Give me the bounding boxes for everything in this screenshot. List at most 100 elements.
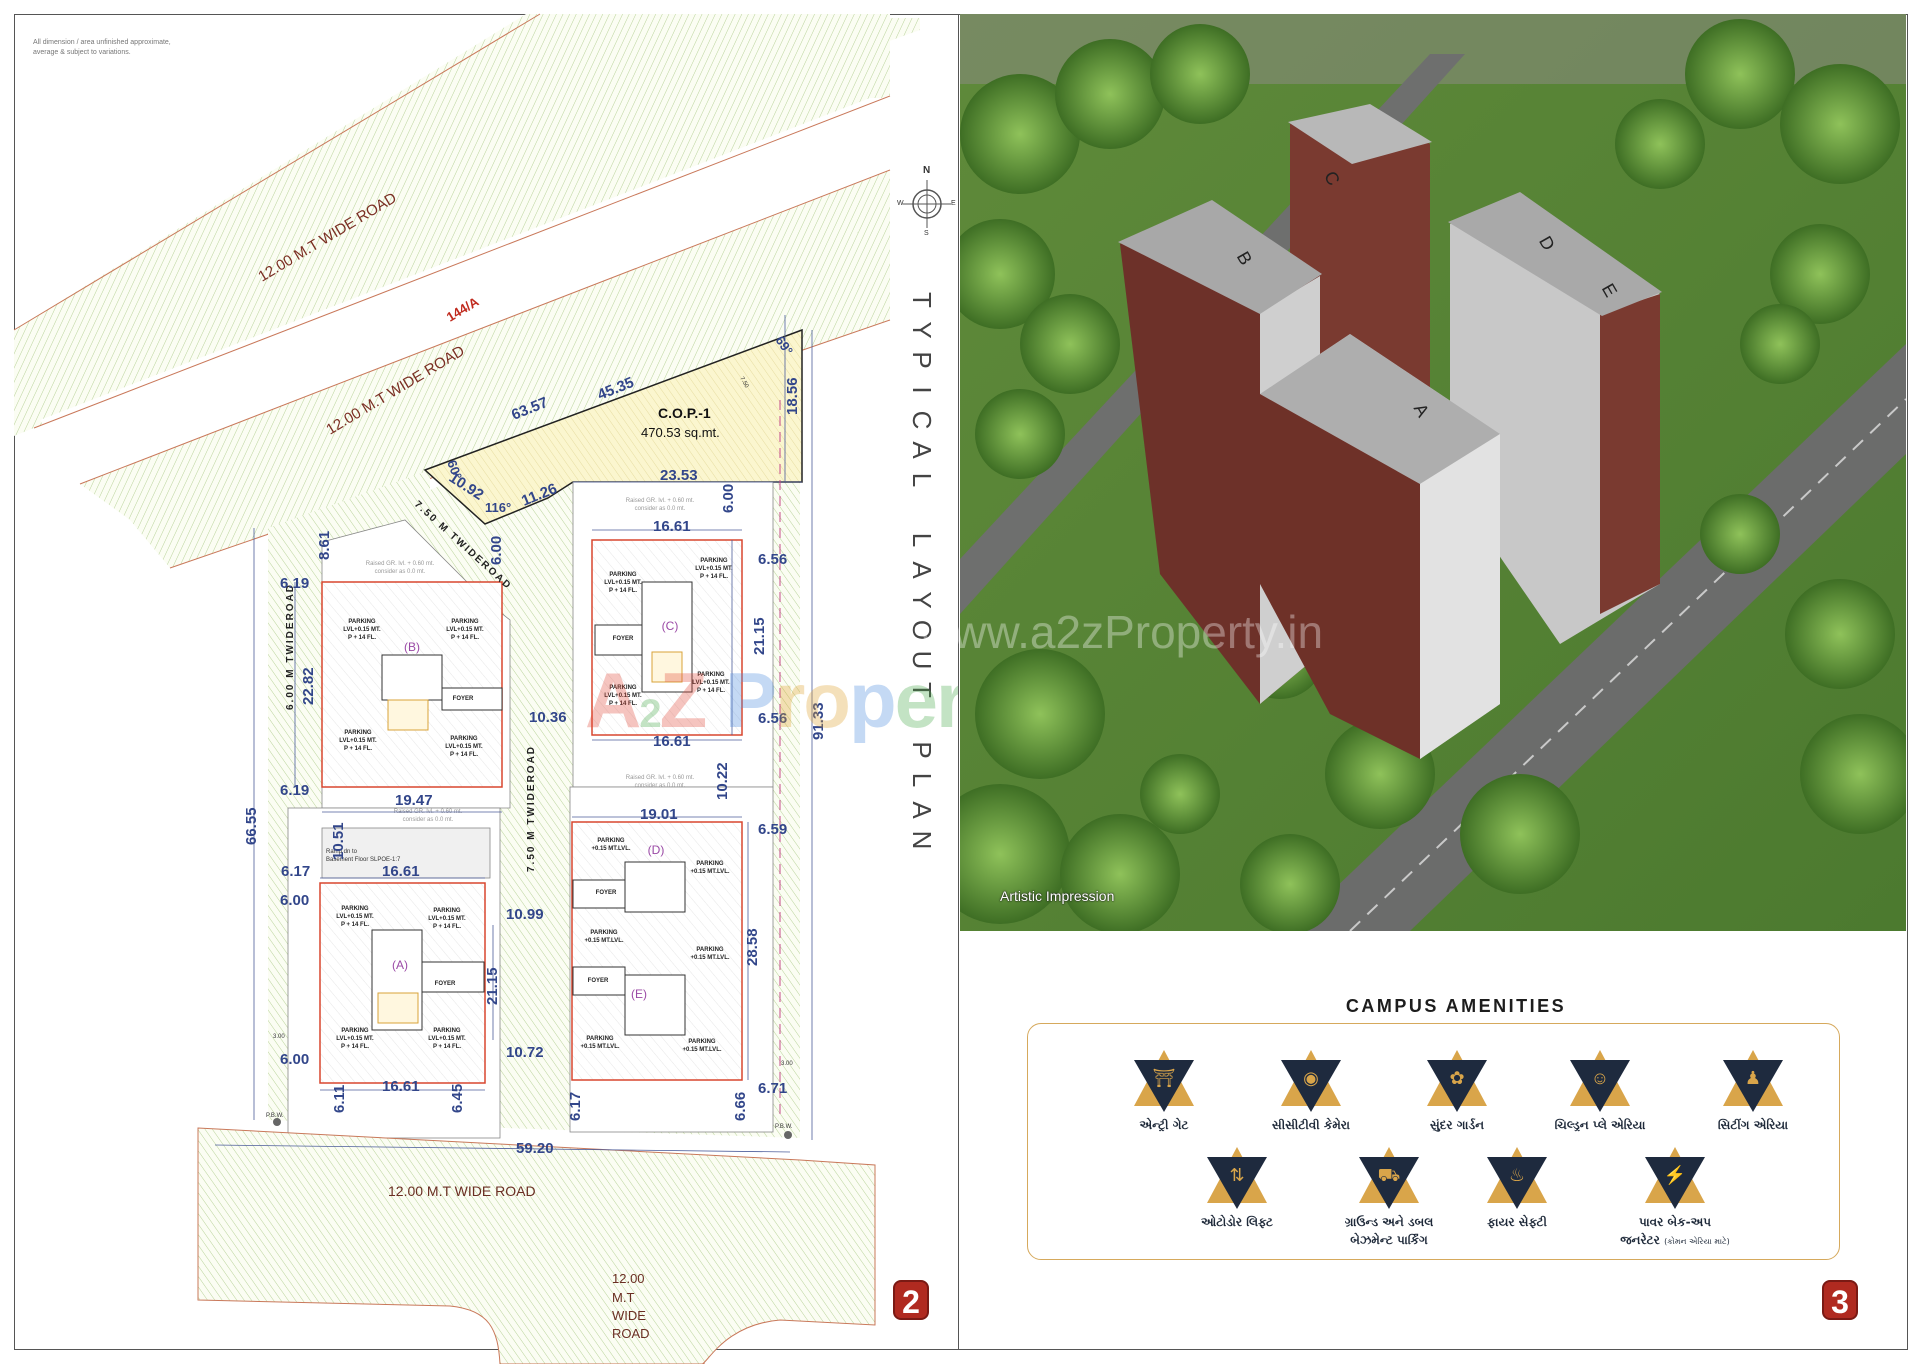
dim-6-56-b: 6.56 [758,710,787,727]
a-foyer: FOYER [435,981,456,987]
amenity-label: ચિલ્ડ્રન પ્લે એરિયા [1554,1118,1646,1132]
e-parking-1: PARKING [696,947,724,953]
raised-note-a2: consider as 0.0 mt. [403,817,454,823]
cop-area-value: 470.53 sq.mt. [641,425,720,440]
c-parking-4: PARKING [697,672,725,678]
svg-text:⚡: ⚡ [1664,1164,1686,1186]
c-foyer: FOYER [613,636,634,642]
svg-text:ROAD: ROAD [612,1326,650,1341]
svg-text:WIDE: WIDE [612,1308,646,1323]
road-strip-middle [80,170,890,568]
a-level-2: LVL+0.15 MT. [428,916,466,922]
cop-name: C.O.P.-1 [658,405,711,421]
e-level-3: +0.15 MT.LVL. [682,1047,721,1053]
d-level-2: +0.15 MT.LVL. [690,869,729,875]
compass-rose: N S W E [897,162,957,242]
pbw-marker-left [273,1118,281,1126]
internal-road-label-3: 7.50 M TWIDEROAD [526,745,537,872]
amenity-label: ફાયર સેફ્ટી [1487,1215,1547,1229]
amenity-item: ☺ ચિલ્ડ્રન પ્લે એરિયા [1525,1048,1675,1134]
dim-21-15-c: 21.15 [751,617,768,655]
small-dim-3-00: 3.00 [273,1034,285,1040]
svg-text:✿: ✿ [1449,1068,1464,1088]
a-floors-2: P + 14 FL. [433,924,461,930]
building-a [319,882,486,1084]
sitting-area-icon: ♟ [1721,1048,1785,1112]
d-level-3: +0.15 MT.LVL. [584,938,623,944]
b-floors-1: P + 14 FL. [348,635,376,641]
dim-16-61-c-bot: 16.61 [653,733,691,750]
a-floors-4: P + 14 FL. [433,1044,461,1050]
dim-6-11: 6.11 [331,1085,348,1113]
site-plan-drawing: 12.00 M.T WIDE ROAD 144/A 12.00 M.T WIDE… [13,13,920,1364]
angle-116: 116° [485,500,511,515]
amenity-label: સુંદર ગાર્ડન [1429,1118,1485,1132]
building-c [591,539,743,736]
c-parking-3: PARKING [609,685,637,691]
dim-21-15-a: 21.15 [484,967,501,1005]
ramp-note-2: Basement Floor SLPOE-1:7 [326,857,401,863]
b-floors-2: P + 14 FL. [451,635,479,641]
vertical-title-letter: T [907,292,937,308]
c-parking-1: PARKING [609,572,637,578]
dim-22-82: 22.82 [300,667,317,705]
c-floors-2: P + 14 FL. [700,574,728,580]
c-level-1: LVL+0.15 MT. [604,580,642,586]
pbw-label-right: P.B.W. [775,1124,793,1130]
dim-19-47: 19.47 [395,792,433,809]
b-floors-4: P + 14 FL. [450,752,478,758]
vertical-title-letter: O [907,619,937,641]
dim-10-99: 10.99 [506,906,544,923]
b-parking-4: PARKING [450,736,478,742]
amenity-label: સિટીંગ એરિયા [1717,1118,1789,1132]
entry-gate-icon: ⛩ [1132,1048,1196,1112]
amenity-label: એન્ટ્રી ગેટ [1139,1118,1189,1132]
dim-6-71: 6.71 [758,1080,787,1097]
svg-text:☺: ☺ [1591,1068,1609,1088]
svg-text:12.00: 12.00 [612,1271,645,1286]
compass-icon [903,180,951,228]
dim-91-33: 91.33 [810,702,827,740]
disclaimer-line-2: average & subject to variations. [33,49,131,56]
amenity-item: ♨ફાયર સેફ્ટી [1442,1145,1592,1231]
c-floors-4: P + 14 FL. [697,688,725,694]
building-de [571,821,743,1081]
pbw-label-left: P.B.W. [266,1113,284,1119]
raised-note-b: Raised GR. lvl. + 0.60 mt. [366,561,435,567]
c-level-3: LVL+0.15 MT. [604,693,642,699]
dim-10-22: 10.22 [714,762,731,800]
dim-6-56-a: 6.56 [758,551,787,568]
svg-text:⛟: ⛟ [1378,1165,1401,1185]
page-number-badge-3: 3 [1822,1280,1858,1320]
amenities-box [1027,1023,1840,1260]
a-level-4: LVL+0.15 MT. [428,1036,466,1042]
svg-text:♟: ♟ [1745,1068,1761,1088]
lift-icon: ⇅ [1205,1145,1269,1209]
d-foyer: FOYER [596,890,617,896]
cctv-camera-icon: ◉ [1279,1048,1343,1112]
vertical-title-letter: C [907,410,937,430]
dim-6-00-b: 6.00 [720,484,737,513]
amenity-item: ⛩ એન્ટ્રી ગેટ [1089,1048,1239,1134]
dim-8-61: 8.61 [316,531,333,560]
vertical-title-letter [907,495,937,525]
b-floors-3: P + 14 FL. [344,746,372,752]
raised-note-c: Raised GR. lvl. + 0.60 mt. [626,498,695,504]
building-b-label: (B) [404,640,420,654]
d-parking-1: PARKING [597,838,625,844]
aerial-render-image [960,14,1906,931]
dim-6-17-a: 6.17 [281,863,310,880]
amenity-item: ⇅ઓટોડોર લિફ્ટ [1162,1145,1312,1231]
dim-6-45: 6.45 [449,1084,466,1113]
b-level-3: LVL+0.15 MT. [339,738,377,744]
c-floors-1: P + 14 FL. [609,588,637,594]
b-parking-1: PARKING [348,619,376,625]
dim-66-55: 66.55 [243,807,260,845]
vertical-title-letter: Y [907,591,937,609]
e-level-2: +0.15 MT.LVL. [580,1044,619,1050]
ramp-note-1: Ramp dn to [326,849,358,855]
svg-text:M.T: M.T [612,1290,634,1305]
b-level-2: LVL+0.15 MT. [446,627,484,633]
